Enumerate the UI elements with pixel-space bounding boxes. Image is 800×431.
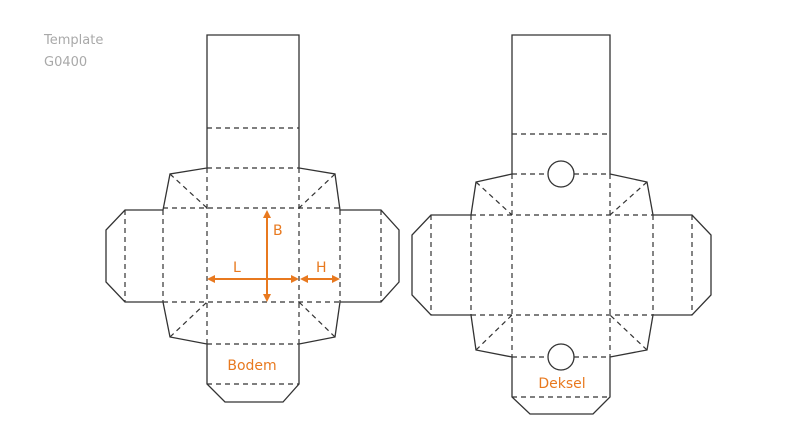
bottom-box-folds (124, 127, 382, 385)
lid-box-outline (411, 34, 712, 415)
bottom-box-outline (105, 34, 400, 403)
template-code: G0400 (44, 55, 88, 70)
bottom-box-label: Bodem (227, 358, 276, 374)
lid-box-folds (430, 133, 693, 398)
height-label: H (316, 260, 327, 276)
bottom-box-net: B L H Bodem (105, 34, 400, 403)
dimension-arrows (207, 210, 340, 302)
lid-box-net: Deksel (411, 34, 712, 415)
lid-box-label: Deksel (538, 376, 585, 392)
thumb-hole-top (547, 160, 575, 188)
thumb-hole-bottom (547, 343, 575, 371)
length-label: L (233, 260, 241, 276)
template-label: Template (44, 33, 104, 48)
width-label: B (273, 223, 283, 239)
